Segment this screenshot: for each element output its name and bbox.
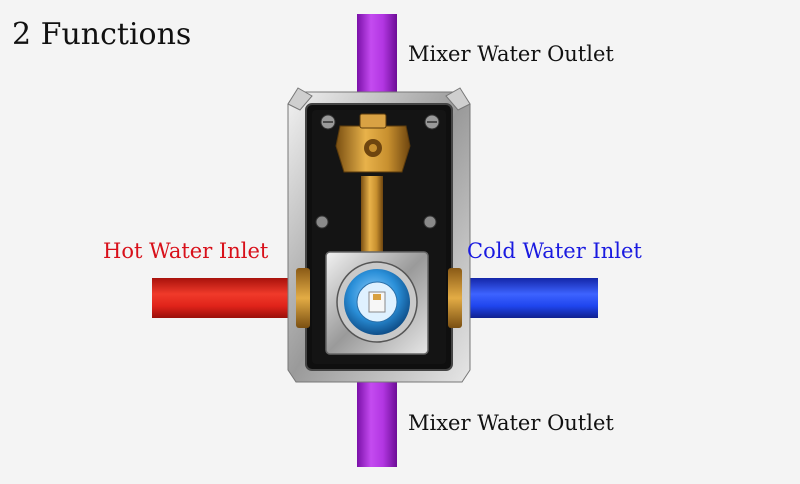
hot-inlet-port — [296, 268, 310, 328]
mixer-outlet-bottom-label: Mixer Water Outlet — [408, 411, 614, 435]
mixer-outlet-top-label: Mixer Water Outlet — [408, 42, 614, 66]
cold-water-inlet-label: Cold Water Inlet — [467, 239, 642, 263]
screw-icon — [315, 114, 440, 229]
mounting-tab-tl — [287, 87, 313, 111]
page-title: 2 Functions — [12, 17, 192, 52]
hot-water-inlet-label: Hot Water Inlet — [103, 239, 269, 263]
cold-water-pipe — [458, 278, 598, 318]
brass-fitting-icon — [335, 113, 411, 256]
mounting-tab-tr — [445, 87, 471, 111]
hot-water-pipe — [152, 278, 300, 318]
cartridge-icon — [336, 261, 418, 343]
cold-inlet-port — [448, 268, 462, 328]
